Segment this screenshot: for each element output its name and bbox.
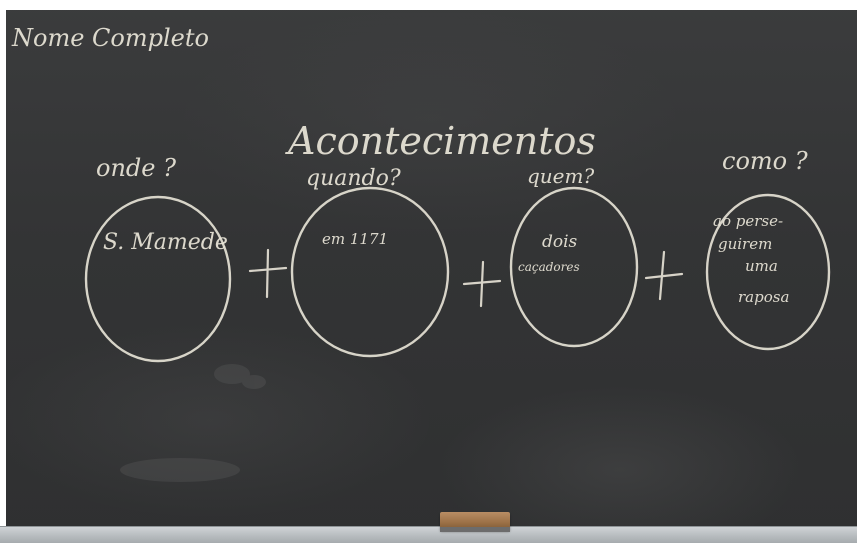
name-label: Nome Completo [12, 24, 209, 52]
answer-quando: em 1171 [322, 230, 389, 248]
answer-como-line1: ao perse- [713, 212, 784, 230]
circle-onde [84, 195, 232, 363]
question-onde: onde ? [96, 154, 176, 182]
plus-sign-2-vertical [479, 260, 485, 308]
answer-quem-line2: caçadores [518, 260, 580, 274]
answer-quem-line1: dois [542, 232, 578, 252]
question-quem: quem? [527, 164, 595, 188]
circle-quem [509, 186, 639, 348]
eraser-felt [440, 527, 510, 532]
answer-como-line3: uma [745, 257, 778, 275]
question-como: como ? [722, 147, 808, 175]
board-frame-left [0, 0, 6, 542]
answer-como-line4: raposa [738, 288, 790, 306]
board-frame-top [0, 0, 857, 10]
eraser [440, 512, 510, 530]
chalk-tray [0, 526, 857, 543]
question-quando: quando? [306, 166, 401, 191]
circle-como [705, 193, 831, 351]
circle-quando [290, 186, 450, 358]
plus-sign-3-horizontal [644, 272, 684, 280]
answer-como-line2: guirem [718, 235, 773, 253]
plus-sign-3-vertical [658, 250, 666, 301]
page-title: Acontecimentos [288, 119, 596, 163]
plus-sign-1-vertical [265, 248, 270, 299]
answer-onde: S. Mamede [103, 230, 228, 255]
